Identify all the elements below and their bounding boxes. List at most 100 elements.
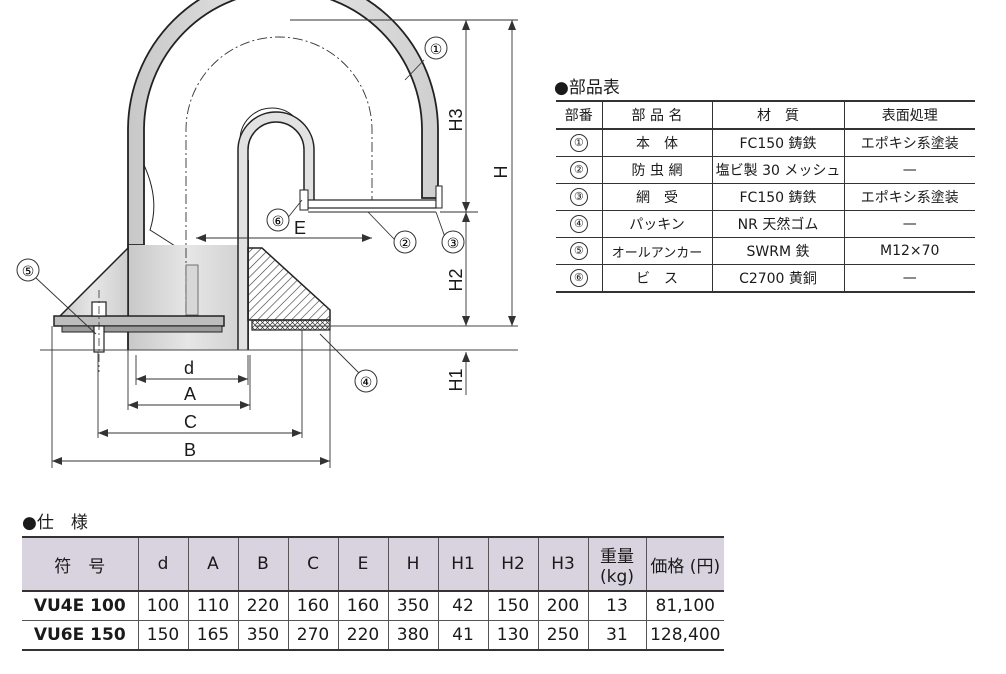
parts-col-finish: 表面処理 xyxy=(843,100,975,130)
spec-table-title: ●仕 様 xyxy=(22,513,88,533)
spec-cell: 128,400 xyxy=(645,620,724,651)
part-material: SWRM 鉄 xyxy=(711,237,845,265)
dim-label-H2: H2 xyxy=(446,268,466,291)
part-finish: M12×70 xyxy=(843,237,975,265)
part-material: C2700 黄銅 xyxy=(711,264,845,293)
spec-cell: 150 xyxy=(487,590,539,621)
svg-text:①: ① xyxy=(430,42,443,58)
spec-model: VU6E 150 xyxy=(22,620,139,651)
dim-label-A: A xyxy=(184,384,196,404)
parts-header-row: 部番 部 品 名 材 質 表面処理 xyxy=(556,100,975,130)
spec-model: VU4E 100 xyxy=(22,590,139,621)
spec-cell: 350 xyxy=(387,590,439,621)
callout-6: ⑥ xyxy=(266,208,290,232)
part-finish: — xyxy=(843,210,975,238)
part-finish: エポキシ系塗装 xyxy=(843,183,975,211)
dim-label-B: B xyxy=(184,440,196,460)
spec-cell: 380 xyxy=(387,620,439,651)
spec-cell: 220 xyxy=(237,590,289,621)
part-number: ② xyxy=(569,161,588,179)
spec-col-model: 符 号 xyxy=(22,536,139,592)
spec-col-weight: 重量 (kg) xyxy=(587,536,647,592)
callout-4: ④ xyxy=(354,369,378,393)
svg-text:⑥: ⑥ xyxy=(272,214,285,230)
spec-header-row: 符 号 d A B C E H H1 H2 H3 重量 (kg) 価格 (円) xyxy=(22,536,724,592)
dim-label-E: E xyxy=(294,218,306,238)
dim-label-H3: H3 xyxy=(446,108,466,131)
svg-text:③: ③ xyxy=(447,236,460,252)
dim-label-C: C xyxy=(184,412,197,432)
spec-cell: 81,100 xyxy=(645,590,724,621)
base-cone-left xyxy=(53,246,225,333)
spec-cell: 100 xyxy=(137,590,189,621)
spec-cell: 110 xyxy=(187,590,239,621)
part-number: ④ xyxy=(569,215,588,233)
spec-col-E: E xyxy=(337,536,389,592)
dim-label-d: d xyxy=(184,358,194,378)
spec-cell: 270 xyxy=(287,620,339,651)
spec-cell: 220 xyxy=(337,620,389,651)
table-row: VU6E 150 150 165 350 270 220 380 41 130 … xyxy=(22,620,724,651)
parts-table-title: ●部品表 xyxy=(554,78,620,98)
spec-cell: 160 xyxy=(287,590,339,621)
spec-col-H1: H1 xyxy=(437,536,489,592)
parts-col-material: 材 質 xyxy=(711,100,845,130)
part-material: FC150 鋳鉄 xyxy=(711,128,845,157)
spec-cell: 250 xyxy=(537,620,589,651)
callout-3: ③ xyxy=(441,230,465,254)
svg-text:②: ② xyxy=(399,236,412,252)
part-name: ビ ス xyxy=(601,264,713,293)
part-material: FC150 鋳鉄 xyxy=(711,183,845,211)
spec-col-price: 価格 (円) xyxy=(645,536,724,592)
spec-col-A: A xyxy=(187,536,239,592)
part-finish: エポキシ系塗装 xyxy=(843,128,975,157)
part-name: 本 体 xyxy=(601,128,713,157)
anchor-bolt xyxy=(91,290,107,372)
spec-cell: 13 xyxy=(587,590,647,621)
part-finish: — xyxy=(843,264,975,293)
spec-cell: 200 xyxy=(537,590,589,621)
part-material: 塩ビ製 30 メッシュ xyxy=(711,156,845,184)
spec-col-d: d xyxy=(137,536,189,592)
spec-col-C: C xyxy=(287,536,339,592)
callout-5: ⑤ xyxy=(16,258,40,282)
part-number: ⑥ xyxy=(569,269,588,287)
spec-cell: 42 xyxy=(437,590,489,621)
part-number: ① xyxy=(569,134,588,152)
spec-cell: 160 xyxy=(337,590,389,621)
spec-col-B: B xyxy=(237,536,289,592)
part-material: NR 天然ゴム xyxy=(711,210,845,238)
spec-cell: 31 xyxy=(587,620,647,651)
svg-text:⑤: ⑤ xyxy=(22,264,35,280)
part-name: 防 虫 網 xyxy=(601,156,713,184)
vent-cap-drawing: H3 H H2 H1 E d A C B xyxy=(16,0,518,468)
spec-cell: 130 xyxy=(487,620,539,651)
insect-screen xyxy=(299,185,443,213)
table-row: VU4E 100 100 110 220 160 160 350 42 150 … xyxy=(22,590,724,621)
part-number: ③ xyxy=(569,188,588,206)
callout-1: ① xyxy=(424,36,448,60)
spec-table: 符 号 d A B C E H H1 H2 H3 重量 (kg) 価格 (円) … xyxy=(22,536,724,651)
part-name: オールアンカー xyxy=(601,237,713,265)
svg-text:④: ④ xyxy=(360,375,373,391)
spec-cell: 350 xyxy=(237,620,289,651)
dim-label-H: H xyxy=(491,166,511,179)
part-finish: — xyxy=(843,156,975,184)
spec-cell: 41 xyxy=(437,620,489,651)
spec-cell: 165 xyxy=(187,620,239,651)
callout-2: ② xyxy=(393,230,417,254)
parts-col-no: 部番 xyxy=(556,100,603,130)
vertical-dimensions xyxy=(290,19,518,395)
part-number: ⑤ xyxy=(569,242,588,260)
spec-col-H: H xyxy=(387,536,439,592)
spec-cell: 150 xyxy=(137,620,189,651)
spec-col-H2: H2 xyxy=(487,536,539,592)
base-cone-right-section xyxy=(247,247,331,331)
parts-col-name: 部 品 名 xyxy=(601,100,713,130)
